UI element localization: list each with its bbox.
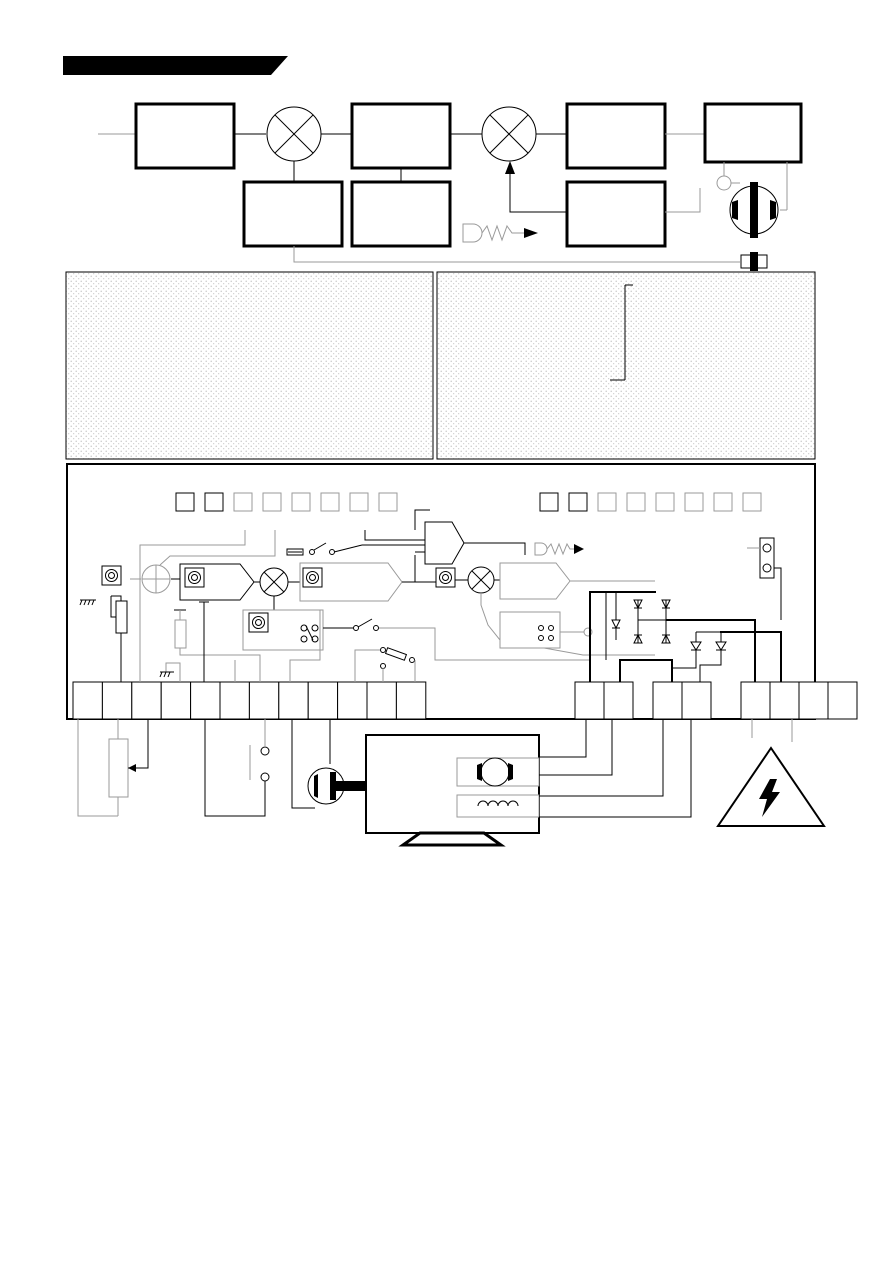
right-info-panel bbox=[436, 271, 816, 460]
status-led bbox=[320, 492, 340, 512]
terminal-block bbox=[574, 681, 605, 720]
status-led bbox=[233, 492, 253, 512]
right-panel-bracket bbox=[610, 284, 633, 381]
led-row-right bbox=[539, 492, 762, 512]
jumper-connector bbox=[759, 537, 775, 579]
relay-output-icon bbox=[534, 542, 584, 556]
relay-output-icon bbox=[462, 223, 538, 243]
multiplier-node-1 bbox=[259, 567, 289, 597]
potentiometer-icon bbox=[302, 567, 323, 588]
title-banner bbox=[63, 56, 288, 75]
switch-contact bbox=[353, 618, 379, 631]
controller-block bbox=[350, 102, 452, 170]
external-potentiometer bbox=[108, 738, 129, 798]
ground-symbol bbox=[159, 662, 181, 682]
tacho-generator-icon bbox=[307, 767, 368, 805]
terminal-block bbox=[131, 681, 162, 720]
status-led bbox=[626, 492, 646, 512]
motor-armature-icon bbox=[729, 182, 779, 238]
terminal-block bbox=[740, 681, 771, 720]
fuse-switch bbox=[286, 542, 363, 556]
external-switch bbox=[249, 745, 270, 782]
terminal-block bbox=[681, 681, 712, 720]
summing-junction-2 bbox=[481, 106, 537, 162]
status-led bbox=[349, 492, 369, 512]
terminal-block bbox=[798, 681, 829, 720]
status-led bbox=[597, 492, 617, 512]
status-led bbox=[291, 492, 311, 512]
current-controller-block bbox=[565, 102, 667, 170]
input-block bbox=[134, 102, 236, 170]
shaft-coupling-icon bbox=[740, 252, 768, 271]
terminal-block bbox=[603, 681, 634, 720]
ground-symbol bbox=[79, 599, 96, 606]
terminal-block bbox=[219, 681, 250, 720]
multiplier-node-2 bbox=[467, 566, 495, 594]
current-limit-block bbox=[565, 180, 667, 248]
field-winding-icon bbox=[456, 794, 540, 818]
terminal-block bbox=[769, 681, 800, 720]
status-led bbox=[175, 492, 195, 512]
and-gate bbox=[424, 521, 465, 565]
terminal-block bbox=[248, 681, 280, 720]
top-block-diagram bbox=[98, 102, 803, 271]
status-led bbox=[568, 492, 588, 512]
terminal-strip-left bbox=[72, 681, 427, 720]
potentiometer-icon bbox=[184, 567, 205, 588]
terminal-block bbox=[366, 681, 397, 720]
tacho-generator-symbol bbox=[716, 175, 732, 191]
status-led bbox=[684, 492, 704, 512]
amplifier-2 bbox=[299, 562, 403, 602]
terminal-block bbox=[72, 681, 103, 720]
status-led bbox=[378, 492, 398, 512]
trimmer-resistor bbox=[115, 600, 128, 634]
potentiometer-icon bbox=[435, 567, 456, 588]
terminal-strip-right bbox=[574, 681, 858, 720]
status-led bbox=[655, 492, 675, 512]
board-internal-circuit bbox=[79, 509, 782, 682]
motor-base bbox=[398, 831, 506, 847]
external-wiring bbox=[77, 719, 826, 847]
feedback-arrow bbox=[505, 161, 515, 174]
motor-armature-icon bbox=[456, 757, 540, 787]
terminal-block bbox=[652, 681, 683, 720]
resistor bbox=[174, 619, 187, 649]
speed-feedback-block bbox=[242, 180, 344, 248]
terminal-block bbox=[827, 681, 858, 720]
switch-contact bbox=[380, 647, 415, 669]
terminal-block bbox=[337, 681, 368, 720]
power-stage-block bbox=[703, 102, 803, 164]
status-led bbox=[713, 492, 733, 512]
status-led bbox=[204, 492, 224, 512]
terminal-block bbox=[307, 681, 339, 720]
led-row-left bbox=[175, 492, 398, 512]
amplifier-3 bbox=[499, 562, 571, 600]
terminal-block bbox=[395, 681, 427, 720]
summing-node-plus bbox=[141, 564, 171, 594]
thyristor-bridge bbox=[589, 591, 782, 682]
potentiometer-icon bbox=[248, 612, 269, 633]
potentiometer-icon bbox=[101, 565, 122, 586]
current-regulator-unit bbox=[499, 611, 561, 649]
high-voltage-warning-icon bbox=[716, 746, 826, 827]
status-led bbox=[539, 492, 559, 512]
terminal-block bbox=[160, 681, 192, 720]
summing-junction-1 bbox=[266, 106, 322, 162]
status-led bbox=[262, 492, 282, 512]
terminal-block bbox=[278, 681, 309, 720]
status-led bbox=[742, 492, 762, 512]
left-info-panel bbox=[65, 271, 434, 460]
ramp-block bbox=[350, 180, 452, 248]
terminal-block bbox=[101, 681, 133, 720]
terminal-block bbox=[190, 681, 221, 720]
